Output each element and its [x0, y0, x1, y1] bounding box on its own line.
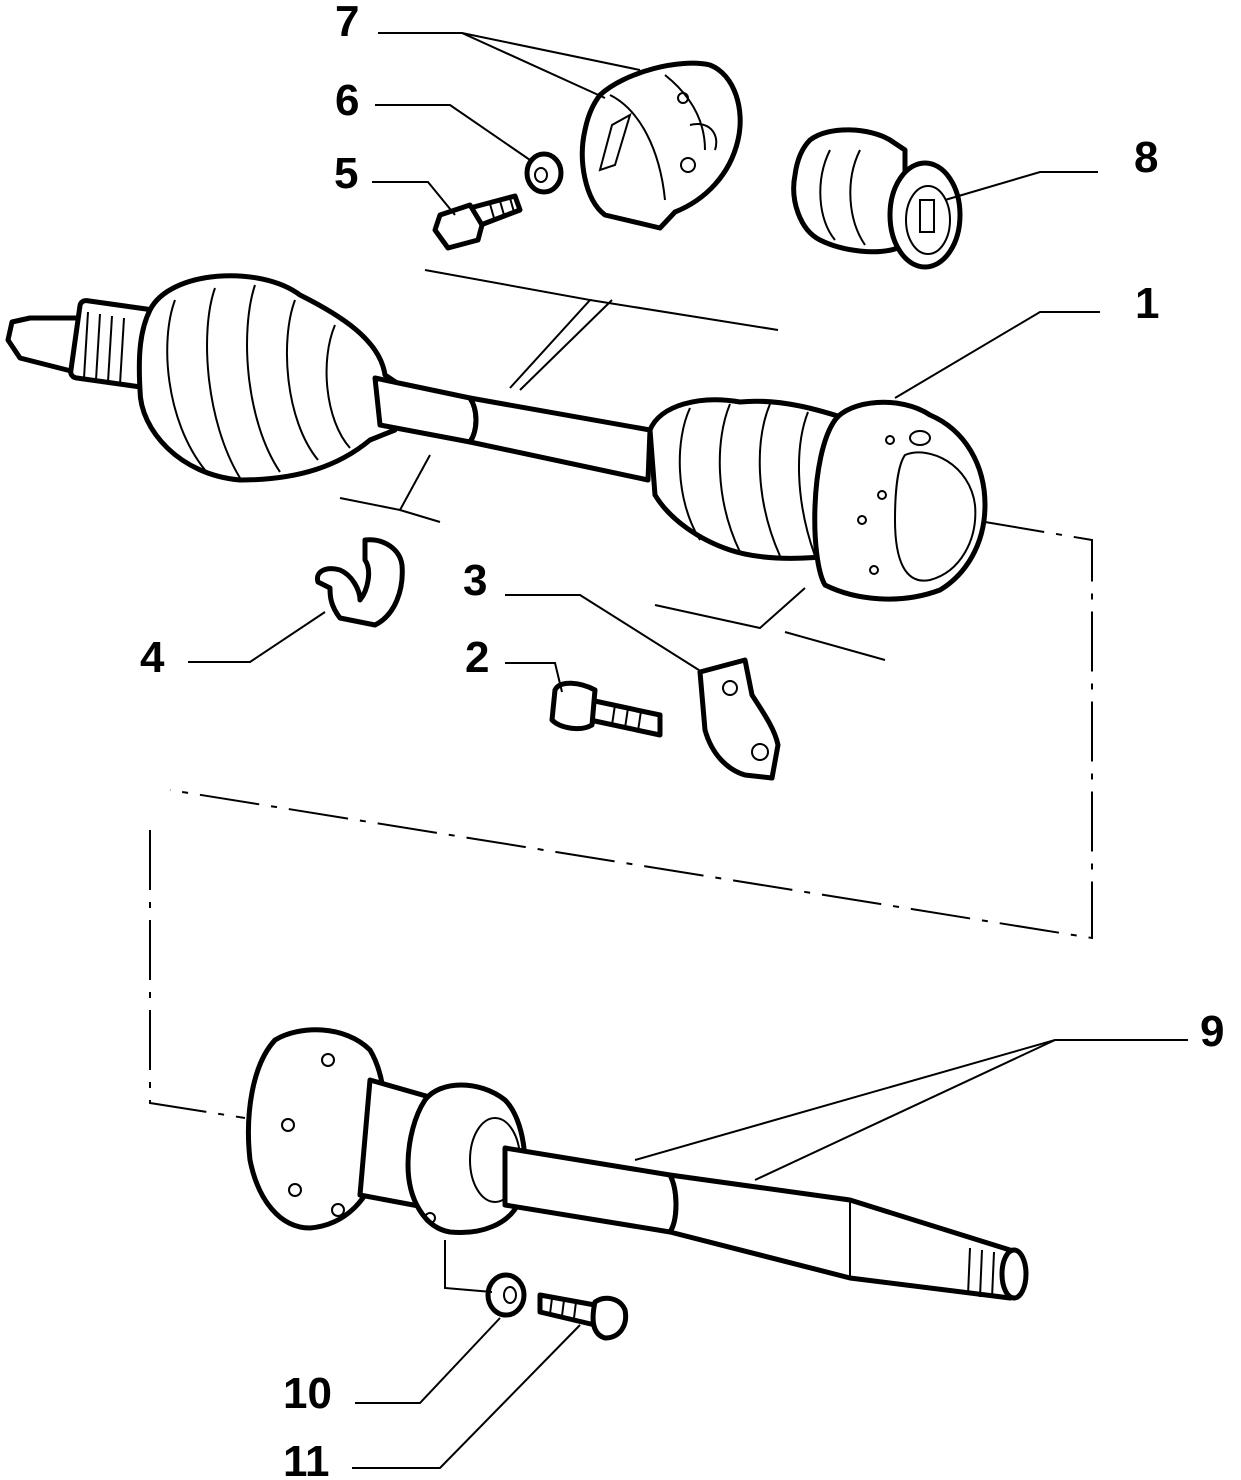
intermediate-bearing: [791, 127, 963, 270]
intermediate-shaft: [246, 1027, 1029, 1301]
callout-leaders: [188, 32, 1188, 1469]
center-lines: [149, 521, 1093, 1119]
drive-shaft-assembly: [5, 273, 988, 602]
snap-ring: [314, 537, 405, 628]
bolt: [432, 193, 523, 251]
callout-7: 7: [335, 0, 359, 46]
callout-9: 9: [1200, 1007, 1224, 1056]
callout-10: 10: [283, 1369, 332, 1418]
callout-4: 4: [140, 633, 165, 682]
bolt-2: [549, 680, 663, 738]
washer-under-bearing: [485, 1272, 527, 1318]
callout-labels: 1 2 3 4 5 6 7 8 9 10 11: [140, 0, 1224, 1480]
callout-2: 2: [465, 633, 489, 682]
bearing-support-bracket: [579, 60, 743, 231]
callout-5: 5: [334, 149, 358, 198]
washer: [524, 151, 564, 195]
dimension-leaders: [339, 269, 886, 661]
lock-plate: [697, 657, 781, 781]
callout-1: 1: [1135, 279, 1159, 328]
callout-11: 11: [283, 1437, 330, 1480]
callout-3: 3: [463, 556, 487, 605]
callout-8: 8: [1134, 133, 1158, 182]
bolt-11: [537, 1292, 629, 1341]
callout-6: 6: [335, 76, 359, 125]
